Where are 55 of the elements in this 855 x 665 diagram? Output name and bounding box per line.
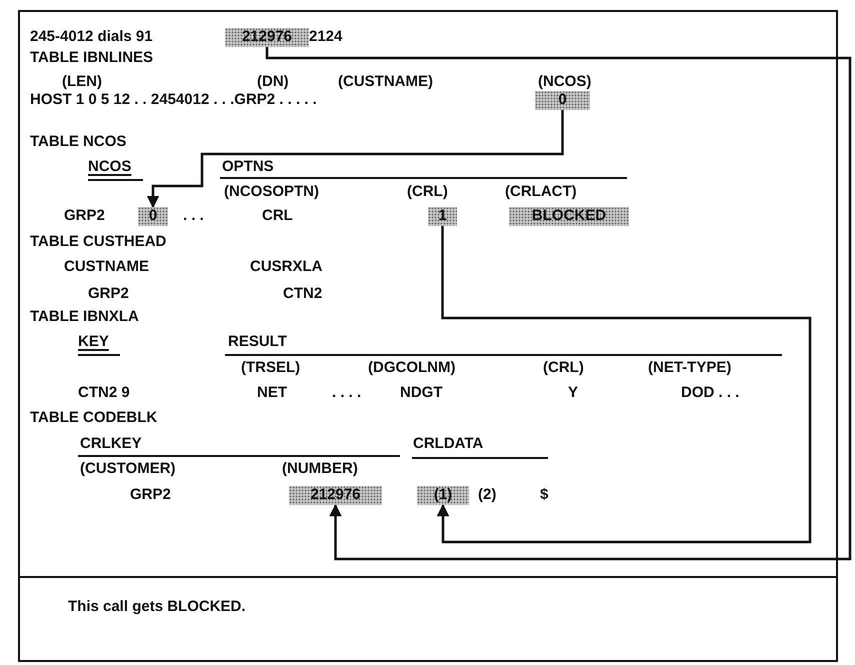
column-heading: (NCOS) [538,73,592,91]
column-heading: CUSTNAME [64,258,149,276]
column-heading: (NCOSOPTN) [224,183,319,201]
column-heading: (CUSTOMER) [80,460,176,478]
table-name: TABLE CODEBLK [30,409,158,427]
table-name: TABLE CUSTHEAD [30,233,166,251]
column-heading: (NUMBER) [282,460,358,478]
table-cell: GRP2 [64,207,105,225]
column-heading: (CRL) [407,183,448,201]
column-heading: (TRSEL) [241,359,300,377]
column-heading: (LEN) [62,73,102,91]
table-name: TABLE IBNXLA [30,308,139,326]
connector-arrow [436,226,812,544]
column-heading: (CRL) [543,359,584,377]
column-heading: (DN) [257,73,289,91]
table-cell: GRP2 [130,486,171,504]
highlighted-value: 1 [428,207,457,226]
column-heading: CUSRXLA [250,258,323,276]
table-cell: Y [568,384,578,402]
table-cell: DOD . . . [681,384,740,402]
highlighted-value: 212976 [289,486,382,505]
column-group-heading: CRLKEY [80,435,142,453]
table-cell: CRL [262,207,293,225]
screen-panel [18,10,838,578]
dialed-number: 245-4012 dials 91 [30,28,153,46]
column-heading: (DGCOLNM) [368,359,456,377]
connector-arrow [146,110,564,208]
highlighted-value: 0 [138,207,168,226]
connector-arrow [266,46,852,560]
table-cell: CTN2 [283,285,322,303]
column-group-heading: RESULT [228,333,287,351]
column-heading: (NET-TYPE) [648,359,732,377]
column-heading: (CUSTNAME) [338,73,433,91]
table-name: TABLE IBNLINES [30,49,154,67]
column-heading: (CRLACT) [505,183,577,201]
note-text: This call gets BLOCKED. [68,598,246,615]
highlighted-value: 0 [535,91,590,110]
highlighted-value: 212976 [225,28,309,47]
table-cell: $ [540,486,548,504]
highlighted-value: (1) [417,486,469,505]
highlighted-value: BLOCKED [509,207,629,226]
table-cell: NDGT [400,384,442,402]
table-name: TABLE NCOS [30,133,126,151]
table-row: HOST 1 0 5 12 . . 2454012 . . .GRP2 . . . . . [30,91,317,109]
table-cell: NET [257,384,287,402]
ellipsis: . . . [183,207,204,225]
table-cell: GRP2 [88,285,129,303]
ellipsis: . . . . [332,384,362,402]
dialed-number: 2124 [309,28,342,46]
table-cell: CTN2 9 [78,384,130,402]
column-group-heading: OPTNS [222,158,274,176]
key-heading: NCOS [88,158,132,176]
column-group-heading: CRLDATA [413,435,484,453]
key-heading: KEY [78,333,109,351]
table-cell: (2) [478,486,496,504]
